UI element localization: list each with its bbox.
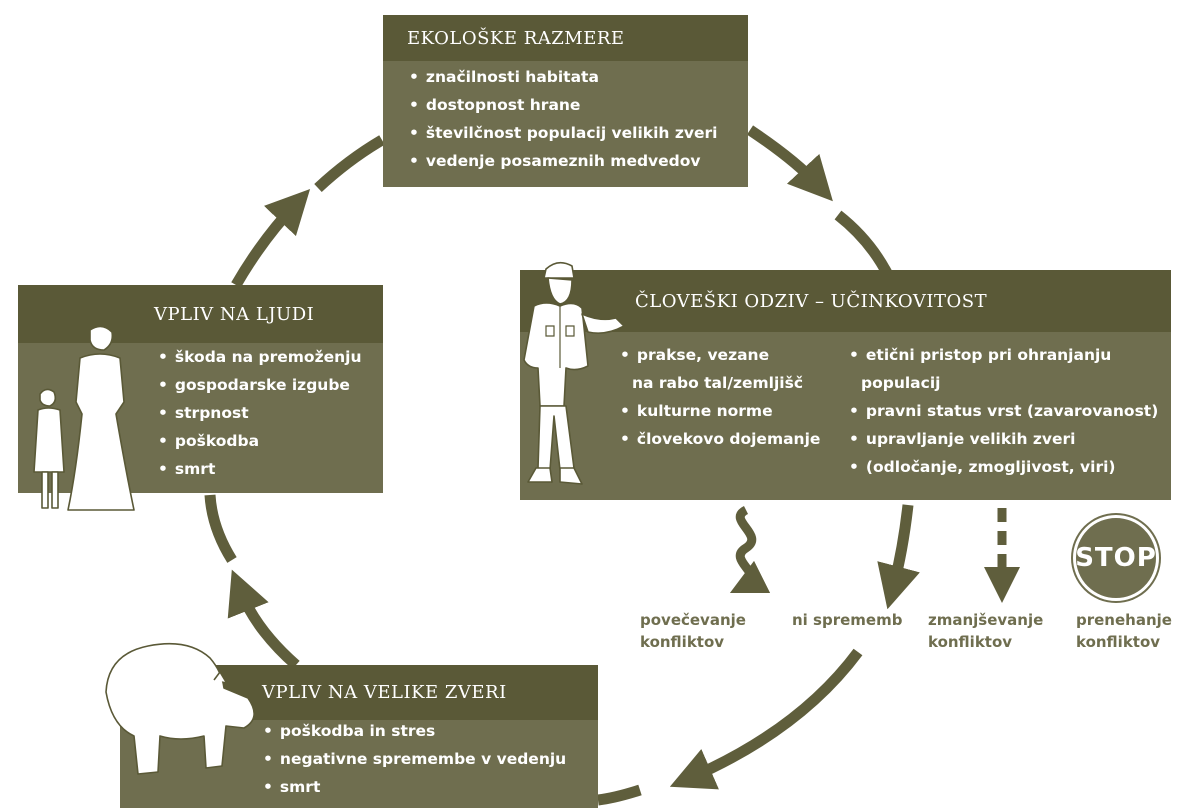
list-item: dostopnost hrane	[409, 91, 748, 119]
human-response-title: ČLOVEŠKI ODZIV – UČINKOVITOST	[520, 270, 1171, 332]
list-item: negativne spremembe v vedenju	[263, 745, 566, 773]
list-item: poškodba in stres	[263, 717, 566, 745]
carnivore-impact-list: poškodba in stres negativne spremembe v …	[263, 717, 566, 801]
arc-to-response	[834, 210, 893, 278]
list-item: smrt	[158, 455, 362, 483]
list-item: etični pristop pri ohranjanju	[849, 341, 1158, 369]
list-item: prakse, vezane	[620, 341, 820, 369]
people-impact-title: VPLIV NA LJUDI	[18, 285, 383, 343]
human-response-box: ČLOVEŠKI ODZIV – UČINKOVITOST prakse, ve…	[520, 270, 1171, 500]
outcome-increase-line2: konfliktov	[640, 633, 725, 651]
list-item: upravljanje velikih zveri	[849, 425, 1158, 453]
arrow-people-to-eco	[231, 188, 311, 288]
list-item: pravni status vrst (zavarovanost)	[849, 397, 1158, 425]
ecological-list: značilnosti habitata dostopnost hrane št…	[383, 61, 748, 175]
straight-nochange-arrow	[877, 504, 920, 610]
list-item: smrt	[263, 773, 566, 801]
outcome-no-change: ni sprememb	[792, 609, 902, 631]
list-item: kulturne norme	[620, 397, 820, 425]
bear-illustration	[105, 642, 255, 775]
list-item: strpnost	[158, 399, 362, 427]
outcome-no-change-line1: ni sprememb	[792, 611, 903, 629]
response-right-list: etični pristop pri ohranjanju populacij …	[849, 341, 1158, 481]
arc-left-top	[314, 135, 385, 193]
outcome-stop: prenehanje konfliktov	[1076, 609, 1172, 653]
arrow-carnivores-to-people	[227, 569, 300, 670]
list-item: človekovo dojemanje	[620, 425, 821, 453]
arc-bottom-tail	[597, 784, 642, 806]
list-item: značilnosti habitata	[409, 63, 748, 91]
outcome-increase-line1: povečevanje	[640, 611, 746, 629]
outcome-decrease-line2: konfliktov	[928, 633, 1013, 651]
list-item: populacij	[861, 374, 941, 392]
outcome-stop-line1: prenehanje	[1076, 611, 1172, 629]
outcome-increase: povečevanje konfliktov	[640, 609, 746, 653]
man-illustration	[523, 261, 625, 485]
list-item: na rabo tal/zemljišč	[632, 374, 804, 392]
list-item: gospodarske izgube	[158, 371, 362, 399]
list-item: škoda na premoženju	[158, 343, 362, 371]
arc-left-mid	[204, 494, 237, 563]
ecological-title: EKOLOŠKE RAZMERE	[383, 15, 748, 61]
list-item: poškodba	[158, 427, 362, 455]
list-item: vedenje posameznih medvedov	[409, 147, 748, 175]
list-item: (odločanje, zmogljivost, viri)	[849, 453, 1158, 481]
arrow-response-to-carnivores	[669, 648, 863, 790]
woman-child-illustration	[33, 325, 135, 511]
people-impact-list: škoda na premoženju gospodarske izgube s…	[158, 343, 362, 483]
response-left-list: prakse, vezane na rabo tal/zemljišč kult…	[620, 341, 820, 453]
arrow-eco-to-response	[746, 125, 833, 202]
list-item: številčnost populacij velikih zveri	[409, 119, 748, 147]
ecological-box: EKOLOŠKE RAZMERE značilnosti habitata do…	[383, 15, 748, 187]
wavy-increase-arrow	[729, 505, 771, 594]
outcome-decrease: zmanjševanje konfliktov	[928, 609, 1043, 653]
outcome-stop-line2: konfliktov	[1076, 633, 1161, 651]
stop-sign-text: STOP	[1075, 543, 1157, 573]
stop-sign-icon: STOP	[1073, 515, 1159, 601]
outcome-decrease-line1: zmanjševanje	[928, 611, 1044, 629]
